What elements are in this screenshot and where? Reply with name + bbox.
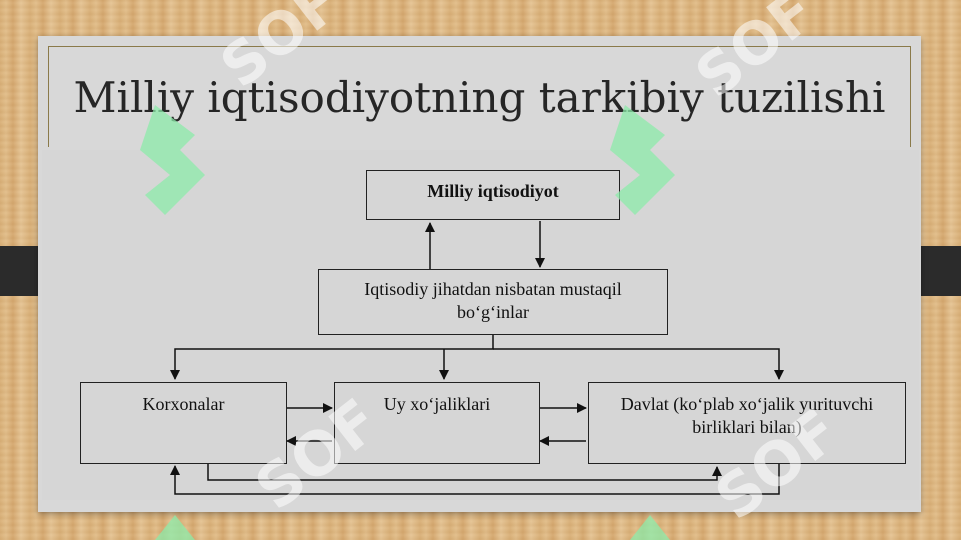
arrow-to-state [493,348,784,380]
node-independent-units-label: Iqtisodiy jihatdan nisbatan mustaqil bo‘… [364,279,622,322]
diagram-connectors [170,221,784,495]
watermark-logo [155,515,195,540]
bus-line [170,335,494,380]
arrow-state-to-firms [170,464,780,495]
right-dark-strip [919,246,961,296]
node-independent-units: Iqtisodiy jihatdan nisbatan mustaqil bo‘… [318,269,668,335]
arrow-firms-to-state [207,464,722,481]
watermark-logo [140,105,205,215]
slide-title: Milliy iqtisodiyotning tarkibiy tuzilish… [73,73,886,122]
node-households-label: Uy xo‘jaliklari [383,394,491,414]
node-households: Uy xo‘jaliklari [334,382,540,464]
node-national-economy-label: Milliy iqtisodiyot [427,181,559,201]
watermark-logo [610,105,675,215]
node-state-label: Davlat (ko‘plab xo‘jalik yurituvchi birl… [620,394,874,437]
node-national-economy: Milliy iqtisodiyot [366,170,620,220]
watermark-logo [630,515,670,540]
node-firms-label: Korxonalar [142,394,225,414]
left-dark-strip [0,246,42,296]
node-firms: Korxonalar [80,382,287,464]
node-state: Davlat (ko‘plab xo‘jalik yurituvchi birl… [588,382,906,464]
structure-diagram: Milliy iqtisodiyot Iqtisodiy jihatdan ni… [42,150,919,500]
title-frame [48,46,911,147]
